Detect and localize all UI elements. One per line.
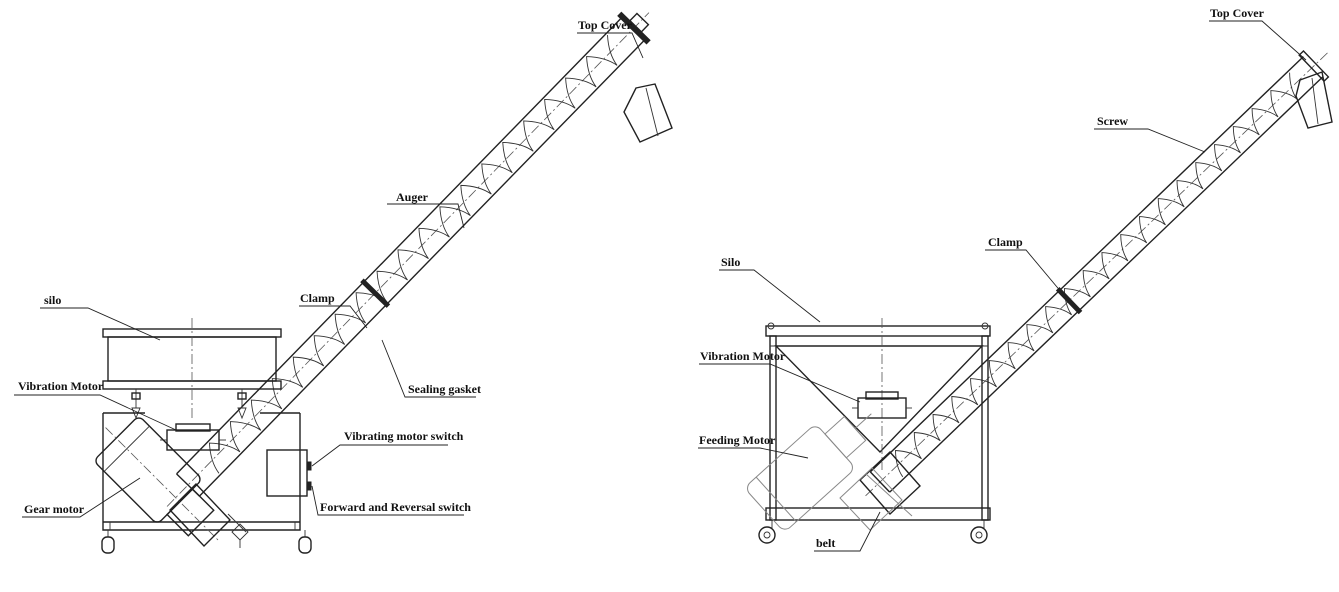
left-clamp-band bbox=[360, 278, 391, 308]
left-label-forward-reversal-switch: Forward and Reversal switch bbox=[320, 500, 471, 514]
right-wheels bbox=[758, 520, 988, 544]
right-label-top-cover: Top Cover bbox=[1210, 6, 1265, 20]
left-label-sealing-gasket: Sealing gasket bbox=[408, 382, 481, 396]
right-diagram: Top Cover Screw Clamp Silo Vibration Mot… bbox=[698, 6, 1333, 552]
right-label-clamp: Clamp bbox=[988, 235, 1023, 249]
right-top-cover-plate bbox=[1298, 49, 1330, 83]
left-switch-box bbox=[266, 449, 312, 497]
left-silo bbox=[102, 318, 282, 420]
left-wheels bbox=[101, 530, 312, 554]
left-label-silo: silo bbox=[44, 293, 61, 307]
left-label-gear-motor: Gear motor bbox=[24, 502, 85, 516]
right-feeding-motor bbox=[747, 413, 872, 530]
right-belt-drive bbox=[839, 450, 921, 531]
left-diagram: Top Cover Auger Clamp silo Sealing gaske… bbox=[14, 11, 673, 554]
left-auger-spiral bbox=[208, 35, 618, 474]
right-label-screw: Screw bbox=[1097, 114, 1128, 128]
left-bottom-drive bbox=[169, 482, 249, 548]
right-label-belt: belt bbox=[816, 536, 835, 550]
left-discharge-spout bbox=[623, 83, 673, 143]
left-label-clamp: Clamp bbox=[300, 291, 335, 305]
right-vibration-motor bbox=[852, 391, 912, 419]
right-label-feeding-motor: Feeding Motor bbox=[699, 433, 776, 447]
left-label-vibration-motor: Vibration Motor bbox=[18, 379, 104, 393]
right-label-vibration-motor: Vibration Motor bbox=[700, 349, 786, 363]
right-discharge-spout bbox=[1295, 71, 1333, 129]
left-label-top-cover: Top Cover bbox=[578, 18, 633, 32]
right-clamp-band bbox=[1055, 287, 1083, 315]
right-screw-tube bbox=[865, 49, 1330, 497]
right-hopper bbox=[774, 318, 984, 470]
left-auger-tube bbox=[166, 11, 651, 507]
right-label-silo: Silo bbox=[721, 255, 740, 269]
left-leader-lines bbox=[14, 32, 644, 518]
left-vibration-motor bbox=[160, 423, 226, 451]
left-label-auger: Auger bbox=[396, 190, 429, 204]
left-gear-motor bbox=[95, 417, 219, 541]
right-leader-lines bbox=[698, 20, 1307, 552]
right-screw-spiral bbox=[895, 72, 1298, 478]
left-label-vibrating-motor-switch: Vibrating motor switch bbox=[344, 429, 464, 443]
